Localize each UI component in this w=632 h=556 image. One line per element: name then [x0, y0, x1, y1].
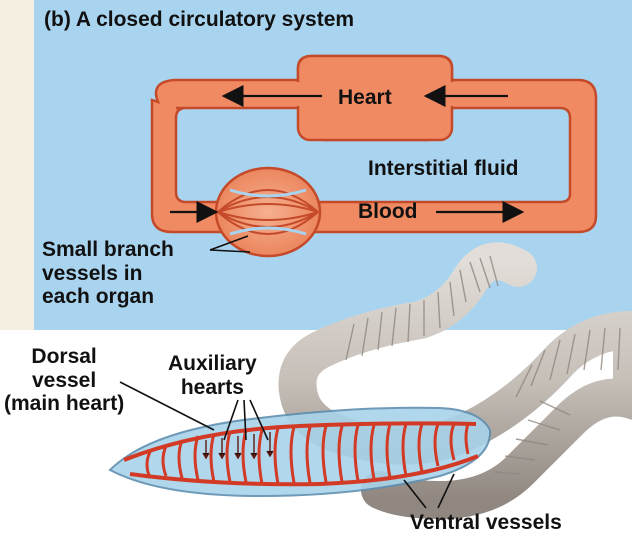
ventral-vessels-label: Ventral vessels — [410, 511, 562, 534]
arrow-down-icon — [202, 440, 210, 460]
interstitial-fluid-label: Interstitial fluid — [368, 157, 519, 180]
panel-title: (b) A closed circulatory system — [44, 8, 355, 31]
arrow-down-icon — [218, 438, 226, 460]
dorsal-line: Dorsal — [31, 345, 97, 368]
dorsal-leader — [119, 381, 215, 431]
small-branch-line: Small branch — [42, 238, 174, 261]
blood-label: Blood — [358, 200, 418, 223]
small-branch-leader — [209, 249, 251, 253]
auxiliary-line: Auxiliary — [168, 352, 257, 375]
left-margin-strip — [0, 0, 34, 330]
dorsal-line: vessel — [31, 368, 97, 392]
heart-tube-left — [290, 82, 304, 106]
arrow-down-icon — [250, 434, 258, 460]
small-branch-label: Small branch vessels in each organ — [42, 238, 174, 309]
ventral-leader — [437, 473, 455, 509]
dorsal-vessel-label: Dorsal vessel (main heart) — [4, 345, 124, 416]
worm-section — [108, 406, 492, 498]
ventral-leader — [403, 479, 427, 509]
small-branch-leader — [209, 235, 249, 251]
auxiliary-leader — [249, 399, 269, 441]
organ-capillary-icon — [214, 166, 322, 258]
heart-label: Heart — [338, 86, 392, 109]
arrow-down-icon — [266, 432, 274, 458]
ventral-vessel — [129, 454, 479, 487]
small-branch-line: each organ — [42, 285, 155, 309]
auxiliary-leader — [223, 399, 239, 441]
auxiliary-hearts-label: Auxiliary hearts — [168, 352, 257, 399]
dorsal-line: (main heart) — [4, 392, 125, 416]
dorsal-vessel — [123, 421, 477, 462]
auxiliary-line: hearts — [180, 375, 244, 399]
heart-tube-right — [446, 82, 460, 106]
auxiliary-leader — [243, 399, 247, 441]
arrow-down-icon — [234, 436, 242, 460]
small-branch-line: vessels in — [42, 261, 143, 285]
